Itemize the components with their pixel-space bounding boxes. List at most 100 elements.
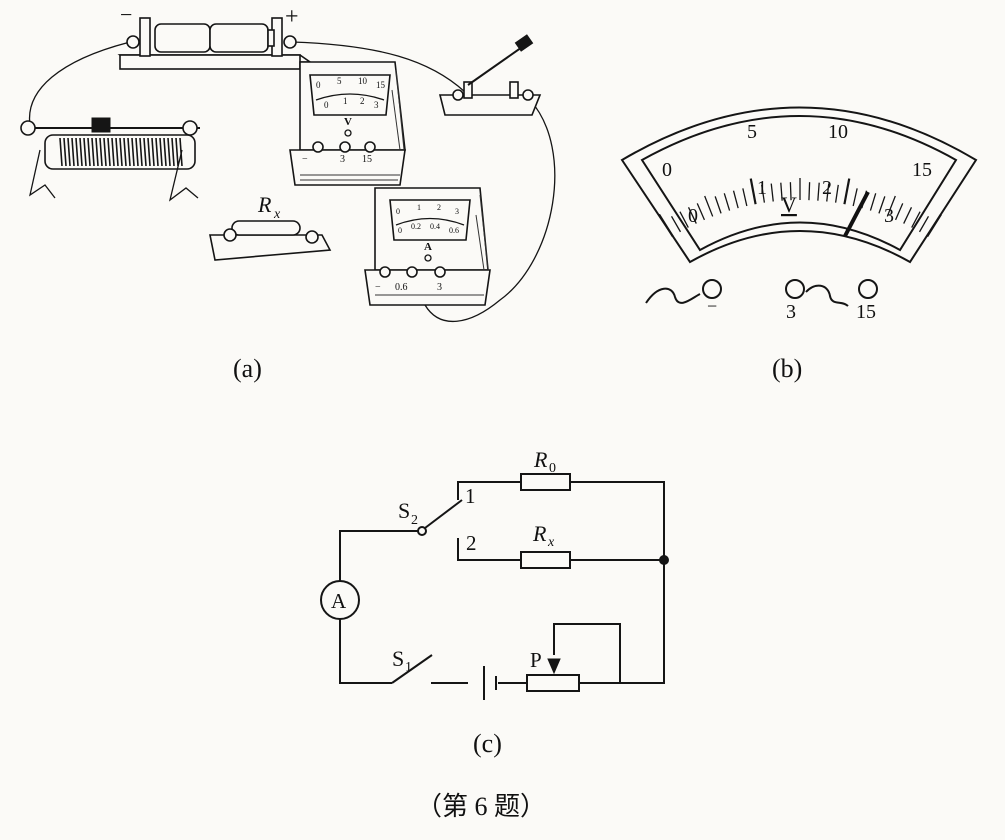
wire-battery-switch [291, 41, 466, 93]
s1-label-sub: 1 [405, 660, 412, 675]
dial-upper-15: 15 [912, 159, 932, 181]
knife-switch [438, 34, 542, 116]
coil-winding [159, 137, 163, 167]
wire-terminal-3 [805, 284, 849, 307]
vm-a-upper-15: 15 [376, 80, 386, 90]
vm-a-lower-2: 2 [360, 96, 365, 106]
caption-c: (c) [473, 729, 502, 758]
dial-tick [886, 195, 896, 217]
coil-winding [155, 137, 159, 167]
dial-tick [679, 211, 689, 228]
s2-pivot [417, 526, 427, 536]
rx-a-label-sub: x [273, 207, 281, 222]
coil-winding [147, 137, 151, 167]
ammeter-a: 0 1 2 3 0 0.2 0.4 0.6 A − 0.6 3 [364, 187, 491, 306]
vm-a-lower-0: 0 [324, 100, 329, 110]
figure-a: − + 0 5 10 [20, 2, 556, 383]
dial-lower-0: 0 [688, 205, 698, 227]
wire-ammeter-s2 [339, 530, 419, 581]
dial-unit: V [781, 192, 797, 217]
coil-winding [171, 137, 175, 167]
coil-winding [167, 137, 171, 167]
coil-winding [75, 137, 79, 167]
dial-tick [742, 188, 748, 207]
dial-lower-1: 1 [757, 177, 767, 199]
voltmeter-a: 0 5 10 15 0 1 2 3 V − 3 15 [289, 61, 406, 186]
dial-outer-frame [620, 106, 978, 264]
vm-a-lower-1: 1 [343, 96, 348, 106]
dial-tick [843, 178, 851, 205]
caption-a: (a) [233, 354, 262, 383]
wire-terminal-minus [645, 287, 701, 304]
am-a-term-3: 3 [437, 282, 442, 293]
am-a-upper-1: 1 [417, 203, 421, 212]
dial-tick [687, 207, 697, 224]
r0-label: R [533, 447, 548, 472]
dial-needle [843, 191, 870, 237]
vm-a-upper-10: 10 [358, 76, 368, 86]
coil-winding [87, 137, 91, 167]
dial-tick [696, 203, 706, 221]
am-a-lower-02: 0.2 [411, 222, 421, 231]
s1-blade [391, 654, 433, 684]
terminal-3 [785, 279, 805, 299]
dial-upper-5: 5 [747, 121, 757, 143]
vm-a-term-minus: − [302, 154, 308, 165]
dial-tick [658, 213, 674, 238]
am-a-upper-0: 0 [396, 207, 400, 216]
dial-tick [826, 183, 830, 202]
coil-winding [139, 137, 143, 167]
ammeter-symbol [320, 580, 360, 620]
coil-winding [119, 137, 123, 167]
dial-tick [852, 188, 858, 207]
coil-winding [111, 137, 115, 167]
dial-tick [670, 215, 682, 233]
coil-winding [99, 137, 103, 167]
dial-tick [894, 203, 904, 221]
slider-arrow [547, 658, 561, 675]
s1-label: S [392, 646, 404, 671]
vm-a-lower-3: 3 [374, 100, 379, 110]
dial-tick [911, 211, 921, 228]
dial-inner-frame [640, 115, 958, 252]
dial-upper-0: 0 [662, 159, 672, 181]
terminal-15 [858, 279, 878, 299]
vm-a-upper-5: 5 [337, 76, 342, 86]
coil-winding [91, 137, 95, 167]
terminal-minus [702, 279, 722, 299]
coil-winding [135, 137, 139, 167]
r0-label-sub: 0 [549, 461, 556, 476]
r0-resistor [520, 473, 571, 491]
caption-b: (b) [772, 354, 802, 383]
dial-tick [834, 184, 839, 203]
rx-resistor [520, 551, 571, 569]
wire-battery-rheostat [28, 41, 131, 126]
rheostat-symbol [526, 674, 580, 692]
wire-switch-ammeter [424, 99, 556, 322]
wire-rheostat-slider [553, 623, 621, 684]
dial-tick [704, 195, 714, 217]
coil-winding [103, 137, 107, 167]
rx-label-sub: x [547, 535, 555, 550]
dial-upper-10: 10 [828, 121, 848, 143]
battery-plus-label: + [285, 4, 299, 30]
s2-position-1: 1 [465, 484, 476, 508]
dial-tick [749, 178, 757, 205]
dial-tick [926, 213, 942, 238]
coil-winding [63, 137, 67, 167]
coil-winding [163, 137, 167, 167]
dial-tick [878, 196, 886, 214]
dial-lower-2: 2 [822, 177, 832, 199]
slider-label: P [530, 648, 542, 672]
dial-tick [770, 183, 774, 202]
resistor-rx-board: R x [209, 192, 332, 261]
terminal-15-label: 15 [856, 301, 876, 323]
junction-dot [659, 555, 669, 565]
am-a-lower-06: 0.6 [449, 226, 459, 235]
dial-tick [789, 182, 792, 201]
coil-winding [71, 137, 75, 167]
s2-label: S [398, 498, 410, 523]
terminal-minus-label: − [707, 296, 717, 316]
dial-tick [869, 193, 877, 211]
